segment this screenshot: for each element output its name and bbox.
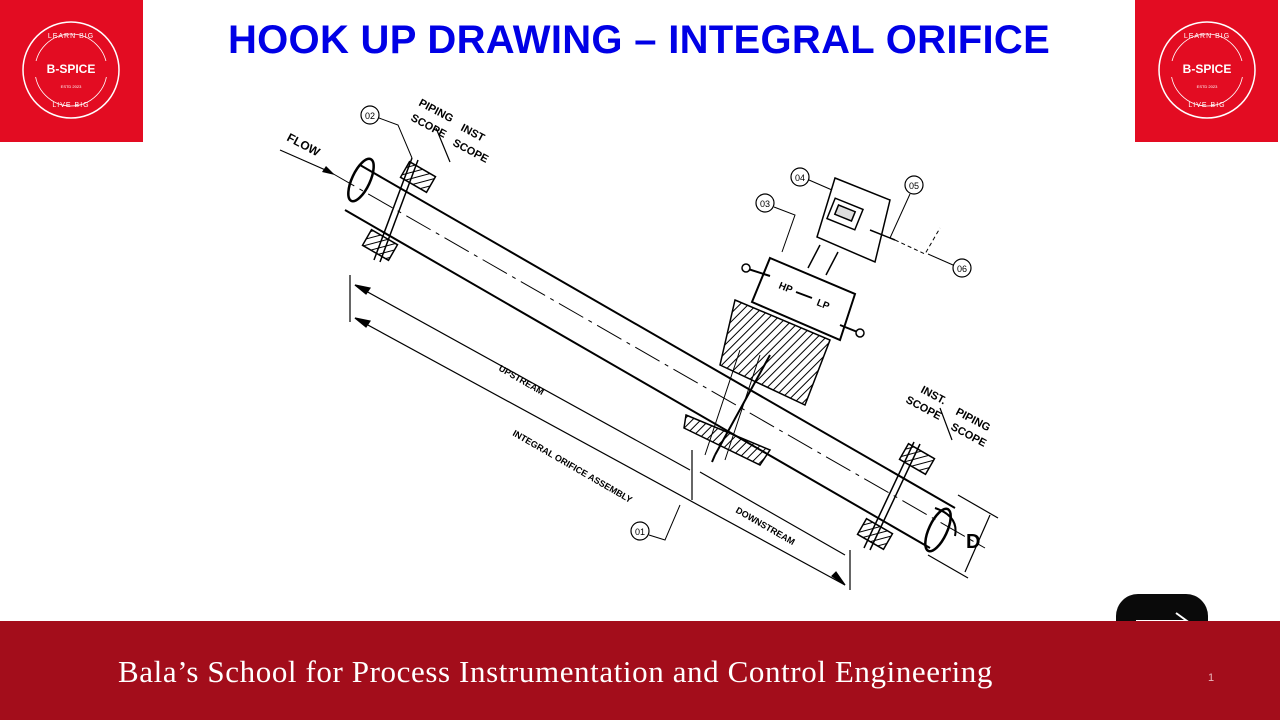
tag-02: 02 [360, 105, 413, 159]
tag-05: 05 [889, 175, 924, 239]
footer-bar [0, 621, 1280, 720]
logo-small-text: ESTD 2023 [61, 84, 82, 89]
transmitter [807, 177, 896, 276]
svg-text:04: 04 [795, 173, 805, 183]
svg-text:05: 05 [909, 181, 919, 191]
logo-bottom-text: LIVE BIG [1188, 102, 1225, 109]
assembly-label: INTEGRAL ORIFICE ASSEMBLY [511, 428, 634, 505]
upstream-label: UPSTREAM [497, 363, 546, 397]
downstream-label: DOWNSTREAM [734, 505, 797, 547]
tag-03: 03 [755, 193, 796, 253]
orifice-assembly [683, 298, 831, 466]
logo-small-text: ESTD 2023 [1197, 84, 1218, 89]
hp-lp-block: HP LP [741, 256, 865, 342]
logo-right: LEARN BIG B-SPICE ESTD 2023 LIVE BIG [1135, 0, 1278, 142]
page-number: 1 [1208, 672, 1215, 684]
footer-text: Bala’s School for Process Instrumentatio… [118, 654, 993, 689]
hookup-drawing: HP LP FLOW UPSTREAM INTEGRAL ORIFICE ASS… [279, 97, 999, 590]
logo-bottom-text: LIVE BIG [52, 102, 89, 109]
logo-top-text: LEARN BIG [1184, 33, 1230, 40]
svg-text:01: 01 [635, 527, 645, 537]
scope-label-right: INST. SCOPE PIPING SCOPE [904, 384, 993, 450]
svg-text:02: 02 [365, 111, 375, 121]
tag-01: 01 [630, 504, 681, 541]
scope-label-left: PIPING SCOPE INST SCOPE [409, 97, 491, 166]
pipe [329, 157, 986, 553]
logo-top-text: LEARN BIG [48, 33, 94, 40]
logo-name: B-SPICE [1183, 62, 1232, 76]
slide-title: HOOK UP DRAWING – INTEGRAL ORIFICE [227, 18, 1051, 62]
lp-label: LP [815, 298, 831, 313]
dimension-lines [349, 275, 999, 590]
svg-text:SCOPE: SCOPE [451, 137, 491, 166]
flange-downstream [856, 441, 936, 551]
tag-04: 04 [790, 167, 833, 191]
tag-06: 06 [927, 253, 972, 278]
flange-upstream [361, 157, 437, 263]
logo-name: B-SPICE [47, 62, 96, 76]
hp-label: HP [777, 281, 794, 297]
svg-text:06: 06 [957, 264, 967, 274]
svg-text:03: 03 [760, 199, 770, 209]
logo-left: LEARN BIG B-SPICE ESTD 2023 LIVE BIG [0, 0, 143, 142]
diameter-label: D [966, 531, 980, 553]
